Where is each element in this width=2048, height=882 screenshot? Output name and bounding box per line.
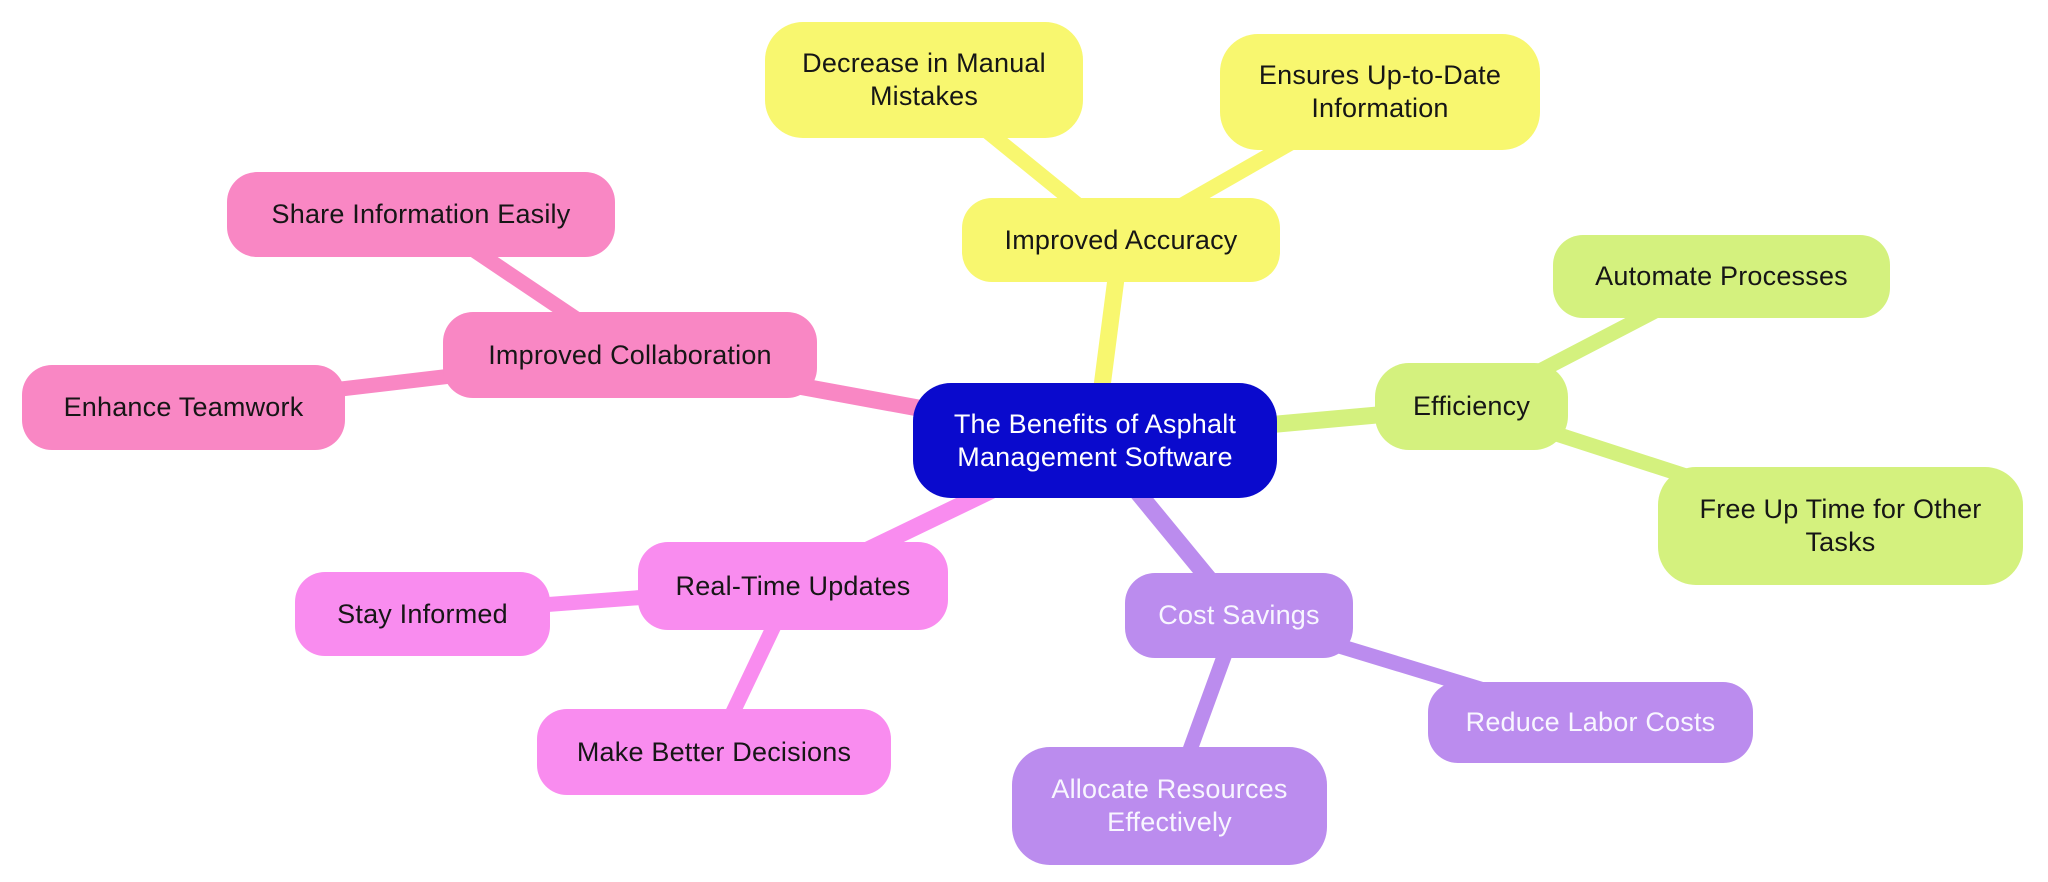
mindmap-node-free-up-time: Free Up Time for Other Tasks	[1658, 467, 2023, 585]
mindmap-node-efficiency: Efficiency	[1375, 363, 1568, 450]
mindmap-node-allocate-resources: Allocate Resources Effectively	[1012, 747, 1327, 865]
mindmap-node-decrease-mistakes: Decrease in Manual Mistakes	[765, 22, 1083, 138]
mindmap-node-better-decisions: Make Better Decisions	[537, 709, 891, 795]
mindmap-node-stay-informed: Stay Informed	[295, 572, 550, 656]
mindmap-node-realtime-updates: Real-Time Updates	[638, 542, 948, 630]
mindmap-node-share-info: Share Information Easily	[227, 172, 615, 257]
mindmap-node-improved-accuracy: Improved Accuracy	[962, 198, 1280, 282]
mindmap-node-cost-savings: Cost Savings	[1125, 573, 1353, 658]
mindmap-node-enhance-teamwork: Enhance Teamwork	[22, 365, 345, 450]
mindmap-node-improved-collab: Improved Collaboration	[443, 312, 817, 398]
mindmap-node-automate: Automate Processes	[1553, 235, 1890, 318]
mindmap-node-uptodate-info: Ensures Up-to-Date Information	[1220, 34, 1540, 150]
mindmap-node-reduce-labor: Reduce Labor Costs	[1428, 682, 1753, 763]
mindmap-node-root: The Benefits of Asphalt Management Softw…	[913, 383, 1277, 498]
